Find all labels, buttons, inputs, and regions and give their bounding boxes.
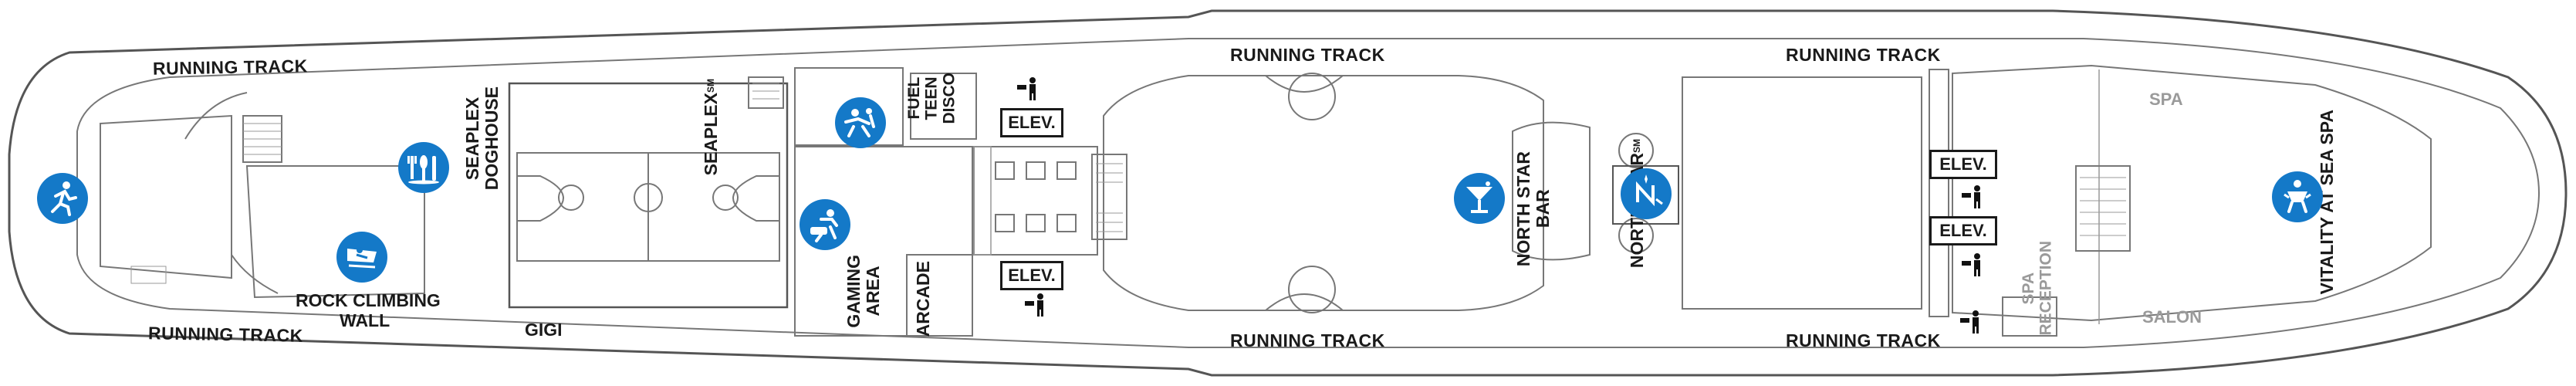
teen-club-icon[interactable]: [835, 97, 886, 148]
seaplex-court: [508, 82, 789, 309]
running-track-label-aft-bottom: RUNNING TRACK: [147, 323, 303, 346]
restroom-icon: [1960, 184, 1986, 210]
salon-label: SALON: [2142, 307, 2202, 327]
rock-climbing-wall-label-2: WALL: [340, 310, 390, 330]
gaming-area-label: GAMING AREA: [843, 255, 883, 328]
arcade-label: ARCADE: [913, 261, 933, 337]
north-star-bar-area: [1512, 121, 1591, 261]
running-track-label-aft-top: RUNNING TRACK: [152, 56, 308, 79]
restroom-icon: [1016, 76, 1042, 102]
gigi-label: GIGI: [525, 320, 563, 340]
fuel-teen-disco-label: FUEL TEEN DISCO: [905, 73, 958, 124]
aft-area: [100, 114, 232, 279]
forward-central-block: [1682, 76, 1922, 310]
elevator-box-aft-top: ELEV.: [1000, 108, 1063, 137]
cocktail-icon[interactable]: [1454, 173, 1505, 224]
north-star-icon[interactable]: [1621, 168, 1672, 219]
hull-outline: [8, 9, 2568, 377]
elevator-box-fwd-top: ELEV.: [1929, 150, 1997, 179]
rock-climbing-wall-label-1: ROCK CLIMBING: [296, 290, 441, 310]
restroom-icon: [1959, 309, 1985, 335]
seaplex-doghouse-label: SEAPLEX DOGHOUSE: [462, 86, 502, 191]
seaplex-label: SEAPLEXSM: [700, 79, 721, 176]
running-track-label-fwd-top: RUNNING TRACK: [1786, 45, 1941, 65]
jogging-icon[interactable]: [37, 173, 88, 224]
running-track-label-fwd-bottom: RUNNING TRACK: [1786, 330, 1941, 350]
arcade-room: [906, 254, 973, 337]
spa-reception-label: SPA RECEPTION: [2020, 241, 2055, 336]
elevator-box-aft-bottom: ELEV.: [1000, 261, 1063, 290]
running-track-inner-line: [76, 38, 2541, 348]
restroom-icon: [1023, 292, 1050, 318]
spa-icon[interactable]: [2272, 171, 2323, 222]
north-star-bar-label: NORTH STAR BAR: [1513, 151, 1553, 267]
dining-icon[interactable]: [398, 142, 449, 193]
gaming-icon[interactable]: [800, 199, 850, 250]
elevator-box-fwd-bottom: ELEV.: [1929, 216, 1997, 245]
running-track-label-mid-top: RUNNING TRACK: [1230, 45, 1385, 65]
center-deck-outline: [1103, 75, 1544, 311]
gaming-area-room: [794, 146, 973, 337]
rock-climbing-icon[interactable]: [336, 232, 387, 283]
rock-climbing-area: [245, 165, 425, 299]
spa-label: SPA: [2149, 90, 2183, 109]
restroom-icon: [1960, 252, 1986, 278]
running-track-label-mid-bottom: RUNNING TRACK: [1230, 330, 1385, 350]
spa-area: [1952, 64, 2432, 322]
